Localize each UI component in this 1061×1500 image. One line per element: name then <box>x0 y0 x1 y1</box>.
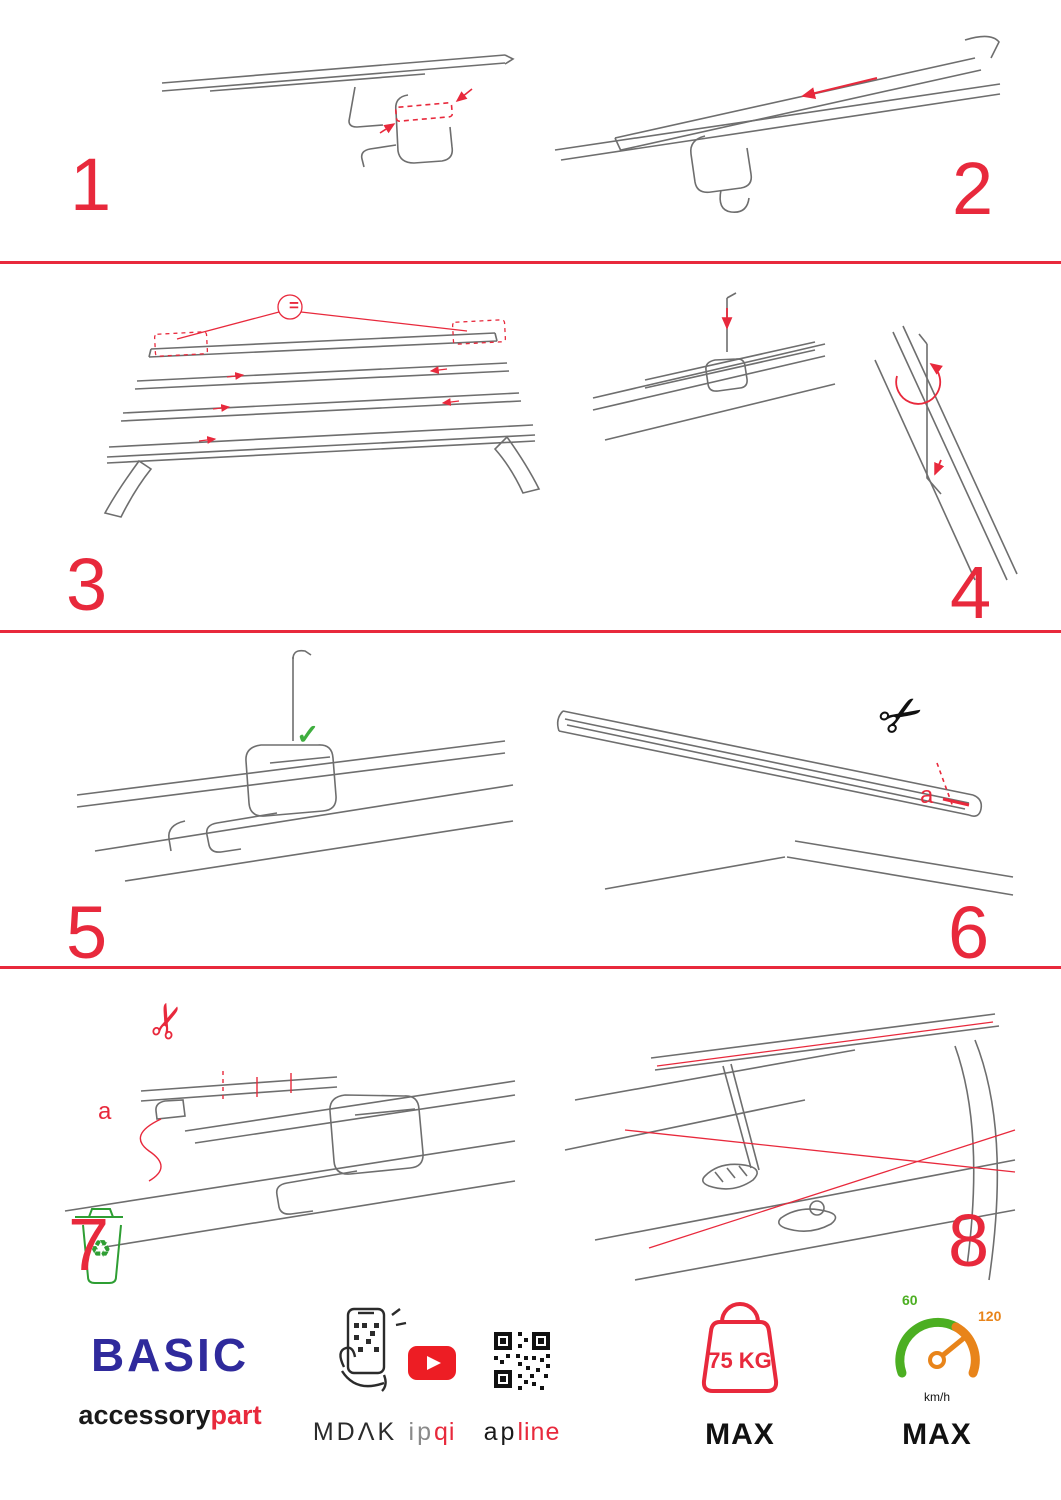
cut-label-a-step6: a <box>920 782 934 809</box>
brand-ipqi-right: qi <box>434 1418 456 1446</box>
brand-accessory-part-left: accessory <box>78 1400 211 1430</box>
step-1-illustration <box>161 54 515 168</box>
max-weight-icon <box>701 1302 779 1393</box>
step-5-illustration <box>76 649 514 882</box>
step-3-illustration <box>103 294 541 518</box>
step-6-number: 6 <box>948 891 990 974</box>
brand-basic: BASIC <box>90 1329 250 1381</box>
qr-code-icon <box>494 1332 550 1390</box>
step-7-number: 7 <box>68 1203 110 1286</box>
step-8-illustration <box>564 1013 1016 1281</box>
step-2-number: 2 <box>952 147 994 230</box>
step-5-number: 5 <box>66 891 108 974</box>
speed-60-label: 60 <box>902 1292 918 1308</box>
step-8-number: 8 <box>948 1199 990 1282</box>
step-4-illustration <box>592 292 1018 581</box>
step-3-number: 3 <box>66 543 108 626</box>
brand-ipqi-left: ip <box>408 1418 434 1446</box>
section-divider-1 <box>0 261 1061 264</box>
equal-spacing-mark: = <box>289 296 299 315</box>
step-4-number: 4 <box>950 551 992 634</box>
brand-apline-right: line <box>517 1418 561 1446</box>
max-speed-label: MAX <box>902 1418 972 1451</box>
phone-qr-scan-icon <box>339 1307 407 1392</box>
step-2-illustration <box>554 35 1001 214</box>
section-divider-3 <box>0 966 1061 969</box>
max-weight-label: MAX <box>705 1418 775 1451</box>
brand-mdak: MDΛK <box>312 1418 398 1446</box>
max-speed-icon <box>895 1317 980 1378</box>
brand-ipqi: ipqi <box>402 1418 462 1447</box>
brand-apline-left: ap <box>483 1418 518 1446</box>
check-mark: ✓ <box>296 719 320 750</box>
speed-120-label: 120 <box>978 1308 1002 1324</box>
cut-label-a-step7: a <box>98 1098 112 1125</box>
section-divider-2 <box>0 630 1061 633</box>
brand-apline: apline <box>482 1418 562 1447</box>
max-weight-value: 75 KG <box>708 1348 772 1373</box>
recycle-icon: ♻ <box>90 1236 112 1263</box>
brand-accessorypart: accessorypart <box>70 1400 270 1431</box>
step-1-number: 1 <box>70 143 112 226</box>
youtube-icon <box>408 1346 456 1380</box>
brand-accessory-part-right: part <box>210 1400 262 1430</box>
step-7-illustration <box>64 1071 516 1284</box>
speed-unit-label: km/h <box>923 1390 950 1404</box>
step-6-illustration <box>556 710 1014 896</box>
